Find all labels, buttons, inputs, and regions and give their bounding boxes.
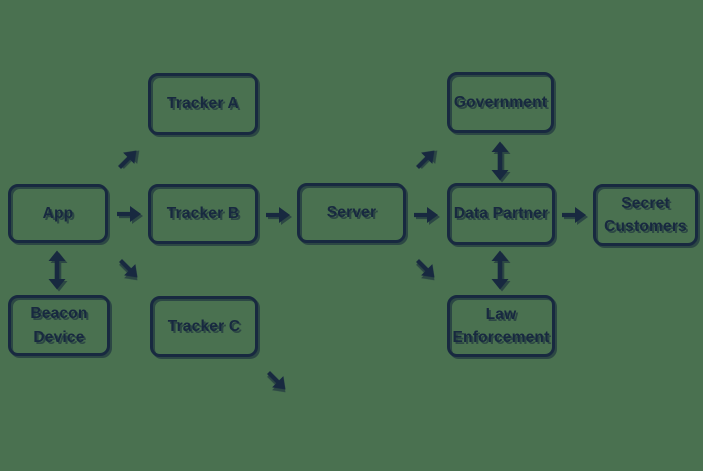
arrow-app-beacon-device-two-way-icon xyxy=(45,250,69,290)
node-tracker-a-label: Tracker A xyxy=(167,95,239,113)
node-data-partner: Data Partner xyxy=(447,183,555,245)
arrow-app-to-tracker-b-icon xyxy=(116,202,142,226)
arrow-data-partner-to-secret-customers-icon xyxy=(561,203,587,227)
node-tracker-b-label: Tracker B xyxy=(166,205,240,223)
arrow-app-to-tracker-c-icon xyxy=(111,251,146,286)
arrow-data-partner-law-enforcement-two-way-icon xyxy=(488,250,512,290)
node-government-label: Government xyxy=(453,93,548,111)
node-tracker-c: Tracker C xyxy=(150,296,258,357)
arrow-server-to-data-partner-icon xyxy=(413,203,439,227)
node-beacon-device: Beacon Device xyxy=(8,295,110,356)
node-beacon-device-label: Beacon Device xyxy=(30,305,88,346)
arrow-app-to-tracker-a-icon xyxy=(110,141,145,176)
node-tracker-a: Tracker A xyxy=(148,73,258,135)
node-law-enforcement: Law Enforcement xyxy=(447,295,555,357)
arrow-tracker-b-to-server-icon xyxy=(265,203,291,227)
node-secret-customers: Secret Customers xyxy=(593,184,698,246)
arrow-government-data-partner-two-way-icon xyxy=(488,141,512,181)
arrow-server-to-law-enforcement-icon xyxy=(408,251,443,286)
node-tracker-b: Tracker B xyxy=(148,184,258,244)
node-secret-customers-label: Secret Customers xyxy=(604,194,687,235)
node-app-label: App xyxy=(42,204,74,222)
node-server: Server xyxy=(297,183,406,243)
node-data-partner-label: Data Partner xyxy=(453,205,549,223)
node-government: Government xyxy=(447,72,554,133)
node-app: App xyxy=(8,184,108,243)
arrow-server-to-government-icon xyxy=(408,141,443,176)
node-server-label: Server xyxy=(326,204,377,222)
node-tracker-c-label: Tracker C xyxy=(167,317,241,335)
arrow-tracker-c-outbound-icon xyxy=(259,363,294,398)
node-law-enforcement-label: Law Enforcement xyxy=(452,305,550,346)
